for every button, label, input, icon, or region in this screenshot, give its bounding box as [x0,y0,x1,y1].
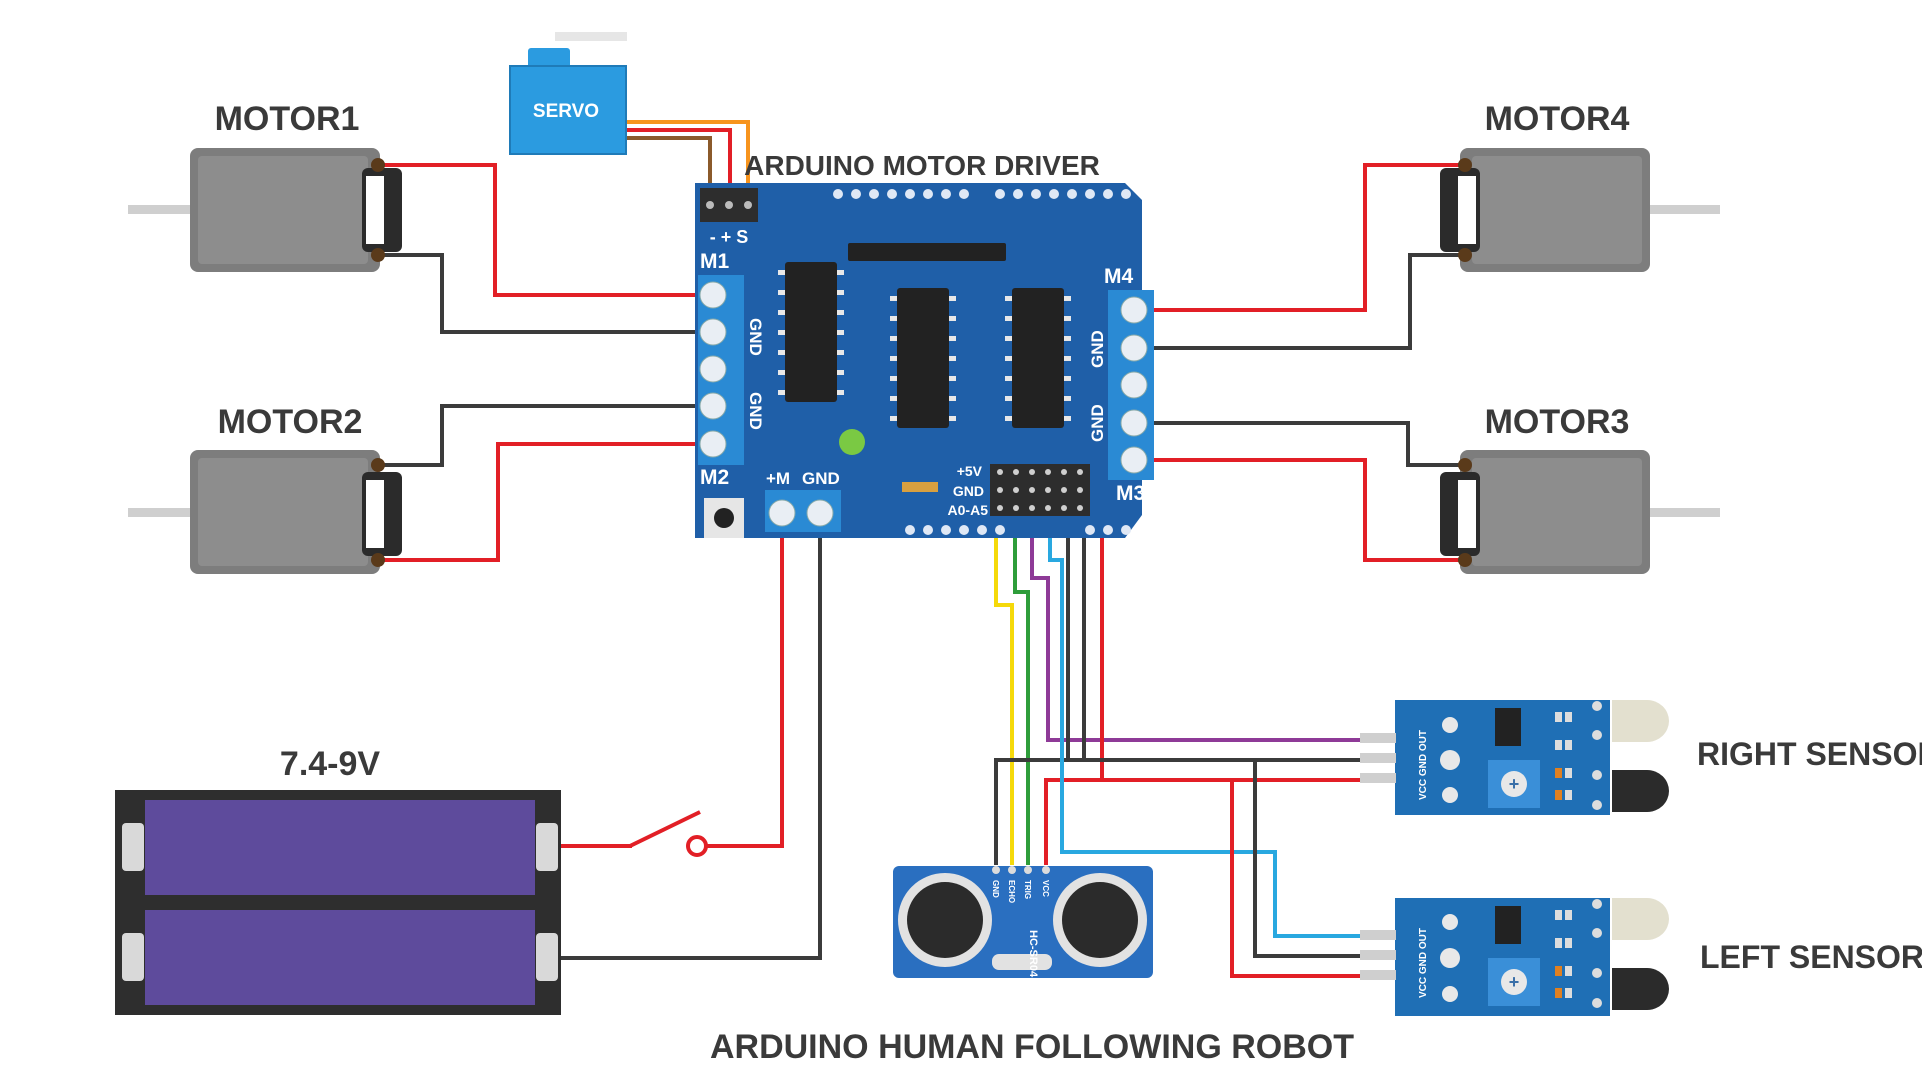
power-led [839,429,865,455]
wire-left-gnd-black [1066,515,1368,958]
chip-pins [778,270,1071,421]
wire-left-vcc-red [1230,780,1368,978]
motor4-label: MOTOR4 [1485,100,1630,138]
wire-motor1-red [375,163,705,297]
board-title: ARDUINO MOTOR DRIVER [744,150,1100,181]
diagram-title: ARDUINO HUMAN FOLLOWING ROBOT [710,1028,1354,1066]
wire-servo-brown [625,136,712,198]
wire-us-yellow [994,515,1014,865]
wire-right-gnd-black [1082,515,1368,762]
wire-us-gnd-black [994,758,1255,865]
us-pin-vcc: VCC [1041,880,1050,897]
wire-motor4-black [1135,253,1468,350]
motor3-label: MOTOR3 [1485,403,1630,441]
m2-label: M2 [700,466,729,489]
right-ir-sensor: + VCC GND OUT RIGHT SENSOR [1360,700,1922,815]
motor2-label: MOTOR2 [218,403,363,441]
right-sensor-label: RIGHT SENSOR [1697,736,1922,772]
top-chip [848,243,1006,261]
m1-label: M1 [700,250,729,273]
right-terminal-screws [1120,296,1148,474]
power-plus-label: +M [766,469,790,488]
servo-label: SERVO [533,101,599,122]
right-ir-pin-labels: VCC GND OUT [1418,730,1429,800]
right-pot-plus: + [1509,774,1520,794]
m4-label: M4 [1104,265,1133,288]
wire-motor3-red [1135,458,1468,562]
left-gnd-2: GND [746,392,765,430]
wire-servo-red [625,128,732,198]
wire-battery-black [560,515,822,960]
battery-pack: 7.4-9V [115,745,561,1015]
motor1: MOTOR1 [128,100,402,272]
us-pin-trig: TRIG [1023,880,1032,899]
m3-label: M3 [1116,482,1145,505]
us-pin-gnd: GND [991,880,1000,898]
ultrasonic-sensor: GND ECHO TRIG VCC HC-SR04 [893,866,1153,978]
servo: SERVO [509,32,627,155]
power-switch [629,810,708,857]
analog-header [990,464,1090,516]
left-ir-pin-labels: VCC GND OUT [1418,928,1429,998]
battery-label: 7.4-9V [280,745,380,783]
motor2: MOTOR2 [128,403,402,574]
wire-us-green [1013,515,1030,865]
wire-motor2-black [375,404,705,467]
power-gnd-label: GND [802,469,840,488]
wire-left-out-blue [1048,515,1368,938]
left-pot-plus: + [1509,972,1520,992]
left-ir-sensor: + VCC GND OUT LEFT SENSOR [1360,898,1922,1016]
wire-motor2-red [375,442,705,562]
wire-motor4-red [1135,163,1468,312]
ic-chips [785,262,1064,428]
wire-right-out-purple [1030,515,1368,742]
bottom-header-holes [905,525,1131,535]
analog-header-pins [997,469,1083,511]
plus5v-label: +5V [957,463,983,479]
right-gnd-1: GND [1088,330,1107,368]
wire-motor3-black [1135,421,1468,467]
wire-servo-orange [625,120,750,198]
gnd-row-label: GND [953,483,984,499]
left-sensor-label: LEFT SENSOR [1700,939,1922,975]
motor1-label: MOTOR1 [215,100,360,138]
motor4: MOTOR4 [1440,100,1720,272]
wire-right-vcc-red [1100,515,1368,782]
wire-motor1-black [375,253,705,334]
motor-driver-board: ARDUINO MOTOR DRIVER - + S [695,150,1154,538]
motor3: MOTOR3 [1440,403,1720,574]
right-gnd-2: GND [1088,404,1107,442]
wires [375,120,1468,978]
top-header-holes [833,189,1131,199]
servo-pin-label: - + S [710,227,749,247]
wire-switch-red [705,515,784,848]
us-model-label: HC-SR04 [1027,930,1039,978]
left-gnd-1: GND [746,318,765,356]
us-pin-echo: ECHO [1007,880,1016,903]
smd-component [902,482,938,492]
analog-label: A0-A5 [948,502,989,518]
left-terminal-screws [699,281,727,458]
